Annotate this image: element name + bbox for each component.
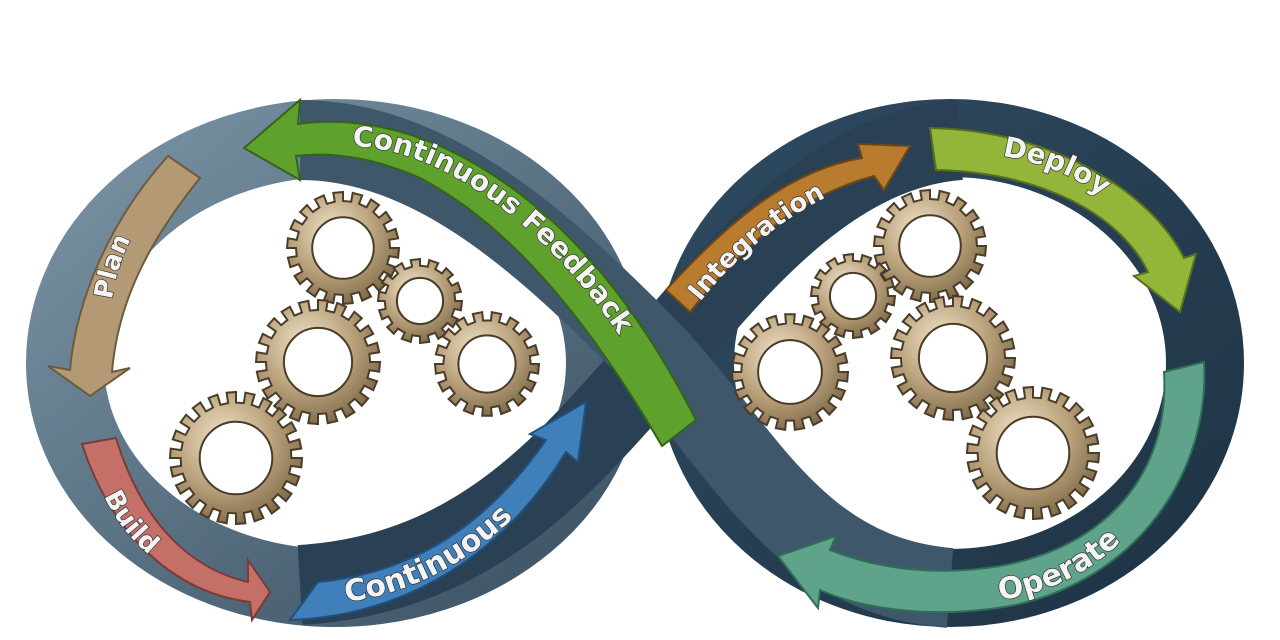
operate-arrow: [776, 360, 1206, 614]
gear-hole: [395, 276, 445, 326]
stage-arrows: [47, 97, 1206, 623]
gear-hole: [757, 339, 823, 405]
integration-arrow: [664, 142, 912, 314]
gear-hole: [995, 415, 1071, 491]
gear-hole: [828, 271, 878, 321]
continuous-feedback-arrow: [242, 97, 698, 448]
deploy-arrow: [928, 126, 1198, 314]
gear-hole: [311, 216, 375, 280]
gear-hole: [917, 322, 989, 394]
gears-group: [168, 188, 1101, 526]
continuous-arrow: [287, 400, 588, 622]
plan-arrow: [47, 154, 202, 398]
gear-hole: [898, 214, 962, 278]
gear-hole: [282, 326, 354, 398]
gear-hole: [198, 420, 274, 496]
build-arrow: [80, 436, 272, 623]
gear-hole: [457, 334, 517, 394]
